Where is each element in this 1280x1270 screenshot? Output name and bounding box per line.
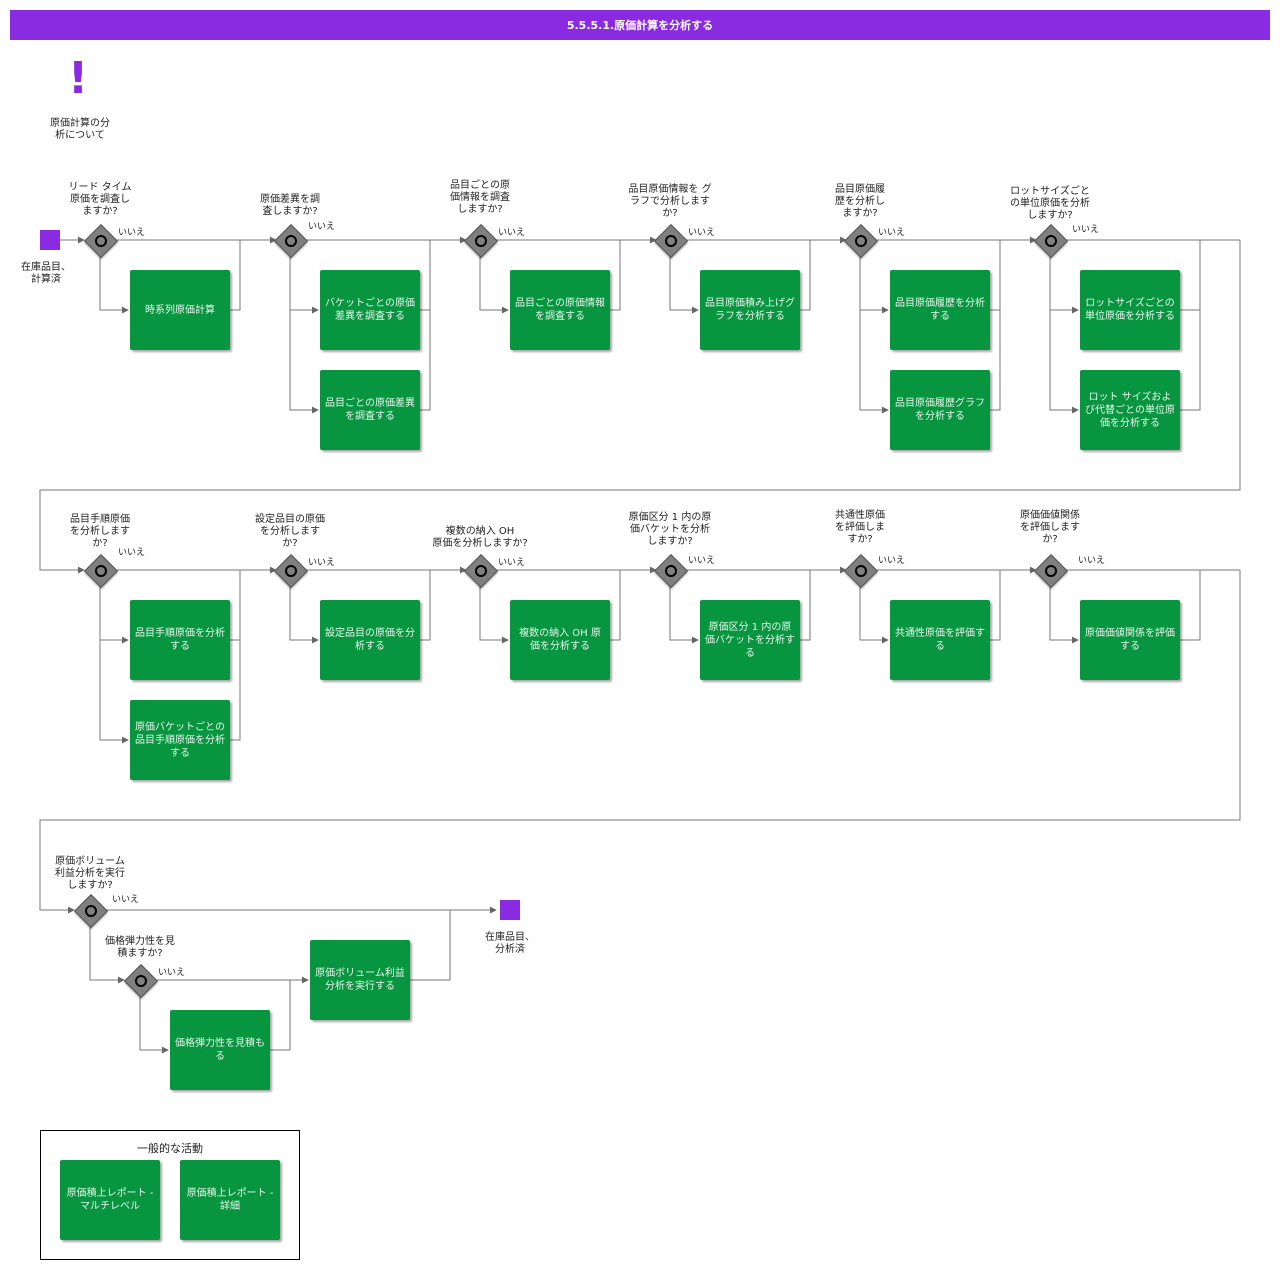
no-label: いいえ [688, 228, 716, 238]
activity-task[interactable]: 価格弾力性を見積もる [170, 1010, 270, 1090]
start-event-label: 在庫品目、 計算済 [21, 262, 71, 285]
gateway-question: 原価区分 1 内の原 価バケットを分析 しますか? [628, 512, 712, 547]
sequence-flow [420, 240, 431, 311]
general-activities-title: 一般的な活動 [137, 1142, 203, 1155]
sequence-flow [420, 240, 431, 411]
sequence-flow [859, 584, 889, 644]
sequence-flow [669, 584, 699, 644]
gateway-question: リード タイム 原価を調査し ますか? [68, 182, 132, 217]
sequence-flow [270, 980, 291, 1051]
sequence-flow [1049, 254, 1079, 414]
no-label: いいえ [1078, 556, 1106, 566]
no-label: いいえ [118, 548, 146, 558]
no-label: いいえ [878, 556, 906, 566]
activity-task[interactable]: バケットごとの原価差異を調査する [320, 270, 420, 350]
exclamation-icon: ! [68, 53, 89, 104]
end-event [500, 900, 520, 920]
sequence-flow [800, 570, 811, 641]
activity-task[interactable]: 原価区分 1 内の原価バケットを分析する [700, 600, 800, 680]
activity-task[interactable]: 原価バケットごとの品目手順原価を分析する [130, 700, 230, 780]
sequence-flow [859, 254, 889, 414]
no-label: いいえ [688, 556, 716, 566]
sequence-flow [230, 570, 241, 741]
sequence-flow [1180, 570, 1201, 641]
sequence-flow [89, 924, 125, 984]
activity-task[interactable]: 共通性原価を評価する [890, 600, 990, 680]
activity-task[interactable]: 原価ボリューム利益分析を実行する [310, 940, 410, 1020]
sequence-flow [230, 240, 241, 311]
sequence-flow [859, 254, 889, 314]
no-label: いいえ [1072, 225, 1100, 235]
activity-task[interactable]: 原価価値関係を評価する [1080, 600, 1180, 680]
note-label: 原価計算の分 析について [50, 118, 110, 141]
sequence-flow [289, 254, 319, 314]
activity-task[interactable]: 品目手順原価を分析する [130, 600, 230, 680]
sequence-flow [990, 240, 1001, 311]
sequence-flow [800, 240, 811, 311]
sequence-flow [610, 240, 621, 311]
gateway-question: ロットサイズごと の単位原価を分析 しますか? [1010, 186, 1090, 221]
general-activities-group: 一般的な活動 [40, 1130, 300, 1260]
no-label: いいえ [308, 222, 336, 232]
no-label: いいえ [308, 558, 336, 568]
sequence-flow [669, 254, 699, 314]
sequence-flow [99, 254, 129, 314]
sequence-flow [479, 584, 509, 644]
activity-task[interactable]: 複数の納入 OH 原価を分析する [510, 600, 610, 680]
activity-task[interactable]: 品目原価積み上げグラフを分析する [700, 270, 800, 350]
gateway-question: 設定品目の原価 を分析します か? [255, 514, 325, 549]
gateway-question: 原価価値関係 を評価します か? [1020, 510, 1080, 545]
general-activity-task[interactable]: 原価積上レポート - マルチレベル [60, 1160, 160, 1240]
sequence-flow [289, 254, 319, 414]
activity-task[interactable]: ロット サイズおよび代替ごとの単位原価を分析する [1080, 370, 1180, 450]
no-label: いいえ [112, 895, 140, 905]
sequence-flow [479, 254, 509, 314]
no-label: いいえ [498, 228, 526, 238]
activity-task[interactable]: 品目原価履歴を分析する [890, 270, 990, 350]
gateway-question: 品目原価履 歴を分析し ますか? [835, 184, 885, 219]
gateway-question: 品目手順原価 を分析します か? [70, 514, 130, 549]
sequence-flow [990, 240, 1001, 411]
sequence-flow [99, 584, 129, 644]
sequence-flow [1180, 240, 1201, 411]
sequence-flow [289, 584, 319, 644]
activity-task[interactable]: 品目原価履歴グラフを分析する [890, 370, 990, 450]
sequence-flow [990, 570, 1001, 641]
gateway-question: 原価ボリューム 利益分析を実行 しますか? [55, 856, 125, 891]
gateway-question: 原価差異を調 査しますか? [260, 194, 320, 217]
gateway-question: 品目ごとの原 価情報を調査 しますか? [450, 180, 510, 215]
sequence-flow [420, 570, 431, 641]
gateway-question: 価格弾力性を見 積ますか? [105, 936, 175, 959]
no-label: いいえ [118, 228, 146, 238]
sequence-flow [230, 570, 241, 641]
no-label: いいえ [878, 228, 906, 238]
activity-task[interactable]: 品目ごとの原価差異を調査する [320, 370, 420, 450]
activity-task[interactable]: ロットサイズごとの単位原価を分析する [1080, 270, 1180, 350]
sequence-flow [1049, 584, 1079, 644]
sequence-flow [610, 570, 621, 641]
sequence-flow [1049, 254, 1079, 314]
sequence-flow [139, 994, 169, 1054]
activity-task[interactable]: 設定品目の原価を分析する [320, 600, 420, 680]
activity-task[interactable]: 品目ごとの原価情報を調査する [510, 270, 610, 350]
sequence-flow [1180, 240, 1201, 311]
general-activity-task[interactable]: 原価積上レポート - 詳細 [180, 1160, 280, 1240]
sequence-flow [410, 910, 451, 981]
sequence-flow [39, 570, 1241, 914]
no-label: いいえ [498, 558, 526, 568]
start-event [40, 230, 60, 250]
page-title: 5.5.5.1.原価計算を分析する [10, 10, 1270, 40]
gateway-question: 複数の納入 OH 原価を分析しますか? [432, 526, 528, 549]
sequence-flow [99, 584, 129, 744]
sequence-flow [39, 240, 1241, 574]
gateway-question: 品目原価情報を グ ラフで分析します か? [628, 184, 712, 219]
no-label: いいえ [158, 968, 186, 978]
end-event-label: 在庫品目、 分析済 [485, 932, 535, 955]
activity-task[interactable]: 時系列原価計算 [130, 270, 230, 350]
gateway-question: 共通性原価 を評価しま すか? [835, 510, 885, 545]
